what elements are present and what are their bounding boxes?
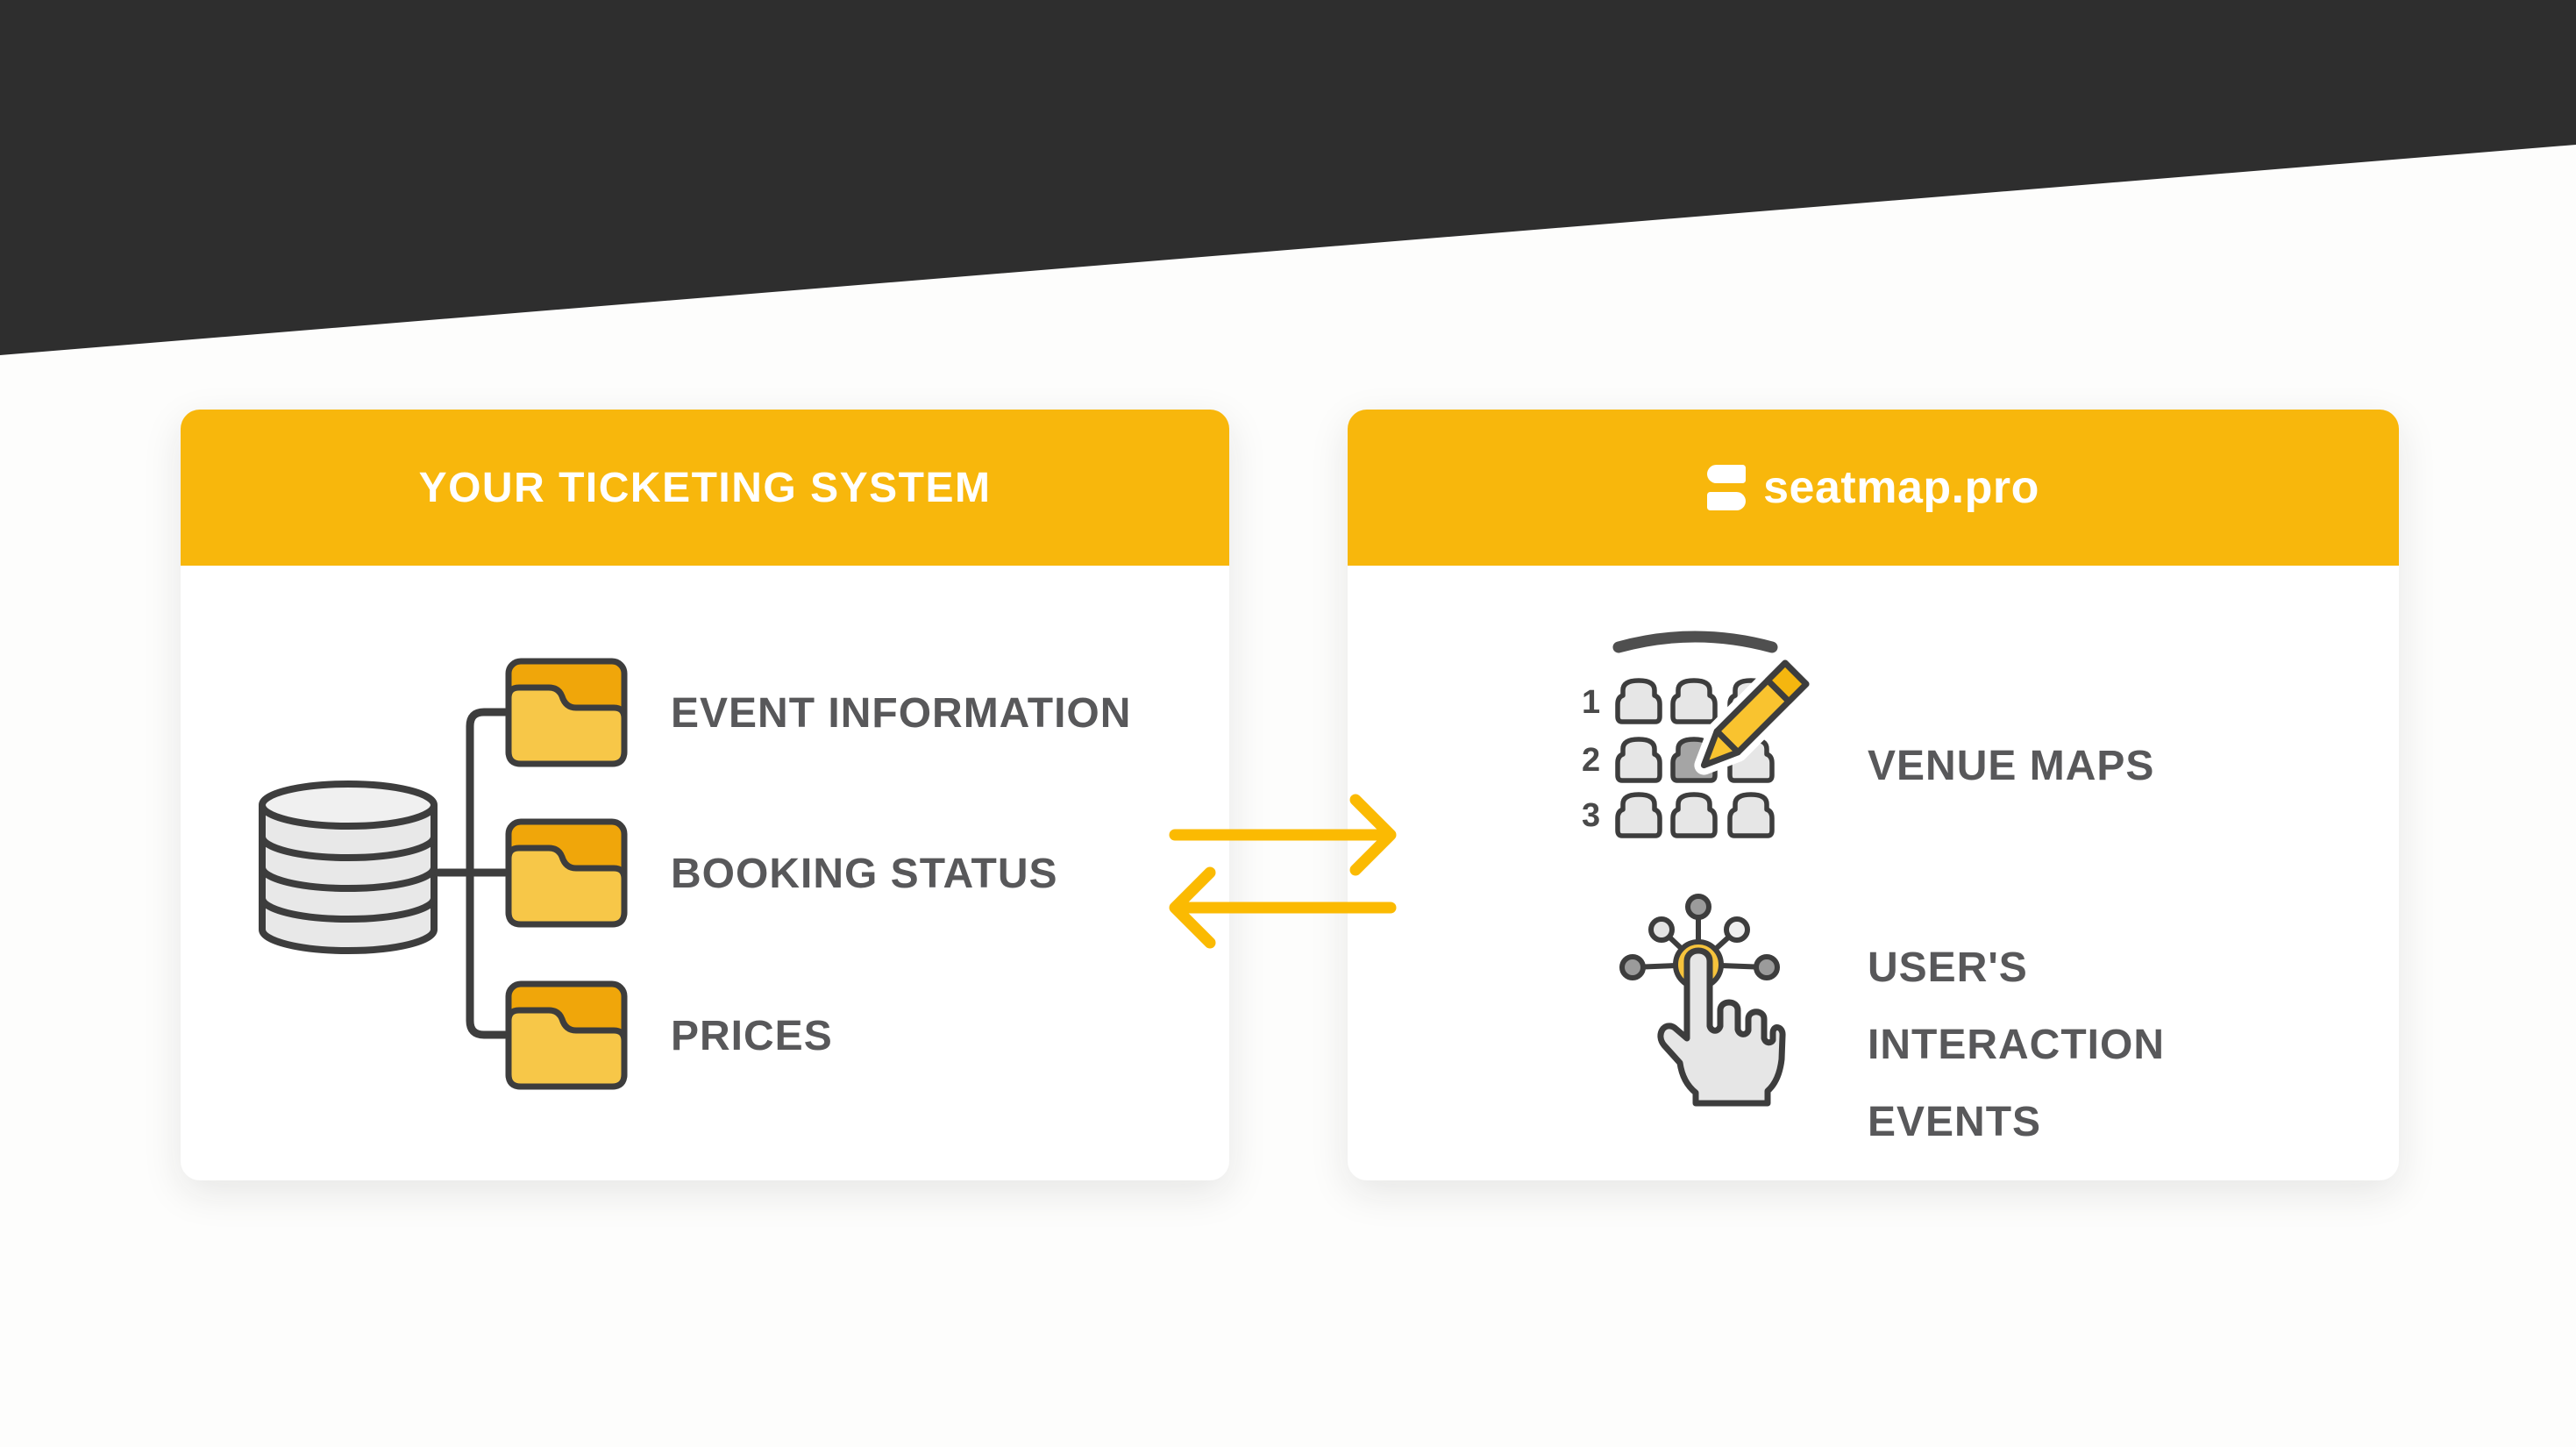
arrow-left-icon [1169,866,1397,949]
row-number: 1 [1582,684,1600,721]
prices-label: PRICES [671,1013,833,1059]
seatmap-logo-icon [1707,465,1747,510]
seat-grid [1615,653,1816,838]
row-number: 3 [1582,797,1600,834]
database-icon [259,781,438,954]
folder-icon [505,980,628,1090]
seatmap-pro-title: seatmap.pro [1763,462,2039,513]
row-number: 2 [1582,742,1600,779]
connector-lines [434,708,509,1039]
folder-icon [505,818,628,928]
booking-status-label: BOOKING STATUS [671,851,1058,897]
ticketing-system-header: YOUR TICKETING SYSTEM [181,410,1229,566]
event-information-label: EVENT INFORMATION [671,690,1132,737]
folder-icon [505,658,628,767]
arrow-right-icon [1169,794,1397,876]
top-banner [0,0,2576,355]
users-interaction-events-label: USER'S INTERACTION EVENTS [1868,944,2165,1145]
stage-arc-icon [1612,631,1778,653]
seatmap-pro-header: seatmap.pro [1348,410,2399,566]
ticketing-system-title: YOUR TICKETING SYSTEM [418,464,992,511]
venue-map-seats-icon: 1 2 3 [1582,631,1816,838]
exchange-arrows [1169,794,1397,949]
seatmap-pro-card: seatmap.pro [1348,410,2399,1180]
venue-maps-label: VENUE MAPS [1868,743,2155,789]
hand-icon [1657,947,1786,1107]
touch-interaction-icon [1619,894,1786,1107]
pencil-icon [1694,653,1816,775]
